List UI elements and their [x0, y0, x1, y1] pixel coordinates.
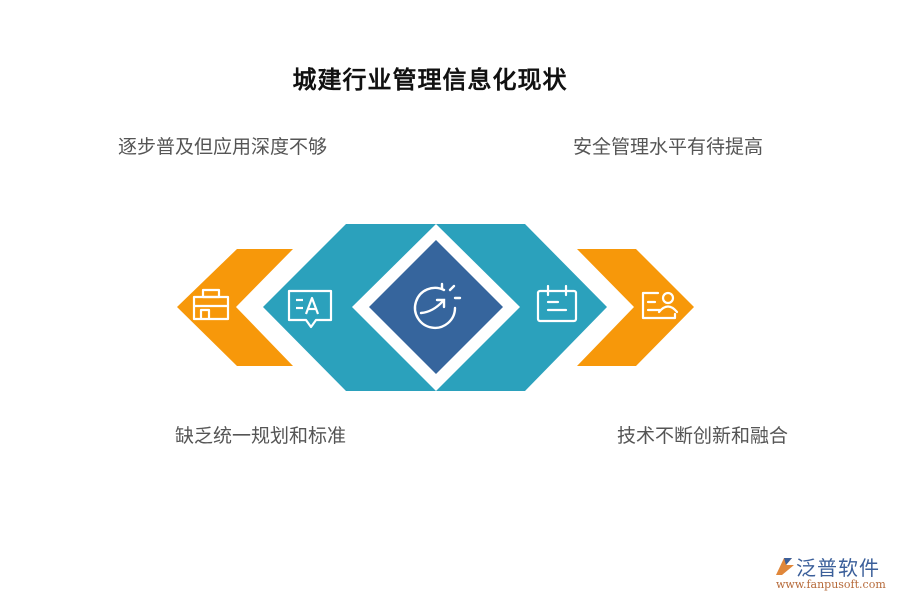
calendar-icon — [536, 284, 578, 323]
left-orange-chevron — [177, 249, 293, 366]
page-title: 城建行业管理信息化现状 — [292, 66, 568, 94]
translate-chat-icon — [287, 289, 333, 329]
toolbox-icon — [192, 288, 230, 321]
label-top-right: 安全管理水平有待提高 — [573, 136, 764, 158]
logo-name: 泛普软件 — [796, 556, 880, 580]
profile-card-icon — [641, 291, 679, 320]
logo-url: www.fanpusoft.com — [776, 578, 886, 591]
right-orange-chevron — [577, 249, 694, 366]
label-bottom-left: 缺乏统一规划和标准 — [175, 425, 347, 447]
brand-logo: 泛普软件 www.fanpusoft.com — [770, 552, 895, 597]
logo-mark-icon — [776, 558, 794, 575]
label-top-left: 逐步普及但应用深度不够 — [118, 136, 328, 158]
growth-target-icon — [413, 282, 462, 329]
label-bottom-right: 技术不断创新和融合 — [617, 425, 789, 447]
